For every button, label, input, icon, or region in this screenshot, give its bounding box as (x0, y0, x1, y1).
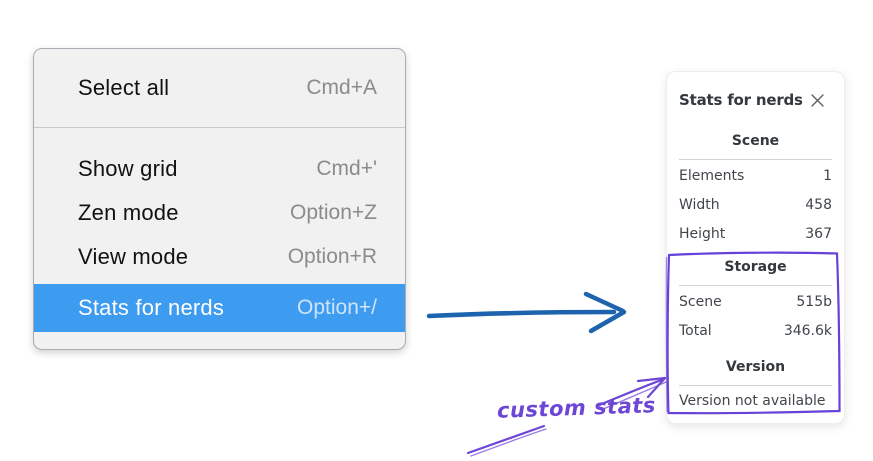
version-note: Version not available (679, 393, 826, 409)
stat-label: Total (679, 323, 712, 339)
stats-panel-title: Stats for nerds (679, 91, 803, 109)
custom-stats-label: custom stats (496, 393, 657, 423)
menu-item-shortcut: Cmd+' (316, 157, 377, 180)
menu-item-label: Stats for nerds (78, 295, 225, 320)
close-icon[interactable] (808, 91, 826, 109)
stat-value: 346.6k (783, 323, 832, 339)
stat-label: Scene (679, 294, 722, 310)
stat-label: Elements (679, 168, 745, 184)
stat-value: 1 (823, 168, 832, 184)
menu-item-label: View mode (78, 244, 189, 269)
stats-panel-header: Stats for nerds (679, 90, 832, 110)
menu-item-label: Show grid (78, 156, 178, 181)
section-divider (679, 385, 832, 386)
menu-item-shortcut: Option+/ (297, 296, 377, 319)
section-heading-storage: Storage (724, 259, 787, 275)
blue-arrow (426, 291, 627, 334)
section-heading-scene: Scene (731, 133, 780, 149)
menu-item-zen-mode[interactable]: Zen mode Option+Z (34, 191, 405, 235)
stat-row-scene-storage: Scene 515b (679, 288, 832, 317)
menu-item-view-mode[interactable]: View mode Option+R (34, 235, 405, 279)
menu-item-label: Zen mode (78, 200, 179, 225)
section-divider (679, 285, 832, 286)
context-menu: Select all Cmd+A Show grid Cmd+' Zen mod… (33, 48, 406, 350)
stats-panel: Stats for nerds Scene Elements 1 Width 4… (666, 71, 845, 424)
stat-value: 367 (805, 226, 832, 242)
stat-label: Width (679, 197, 720, 213)
stat-row-width: Width 458 (679, 191, 832, 220)
menu-item-label: Select all (78, 75, 170, 100)
stat-value: 458 (805, 197, 832, 213)
stat-row-total-storage: Total 346.6k (679, 317, 832, 346)
stat-label: Height (679, 226, 726, 242)
section-heading-version: Version (725, 359, 786, 375)
menu-item-stats-for-nerds[interactable]: Stats for nerds Option+/ (34, 284, 405, 332)
menu-item-shortcut: Cmd+A (306, 76, 377, 99)
menu-item-shortcut: Option+R (287, 245, 377, 268)
menu-item-select-all[interactable]: Select all Cmd+A (34, 66, 405, 110)
menu-item-show-grid[interactable]: Show grid Cmd+' (34, 147, 405, 191)
stat-row-height: Height 367 (679, 220, 832, 249)
menu-item-shortcut: Option+Z (290, 201, 377, 224)
stat-row-elements: Elements 1 (679, 162, 832, 191)
stat-value: 515b (796, 294, 832, 310)
menu-divider (34, 127, 405, 128)
section-divider (679, 159, 832, 160)
